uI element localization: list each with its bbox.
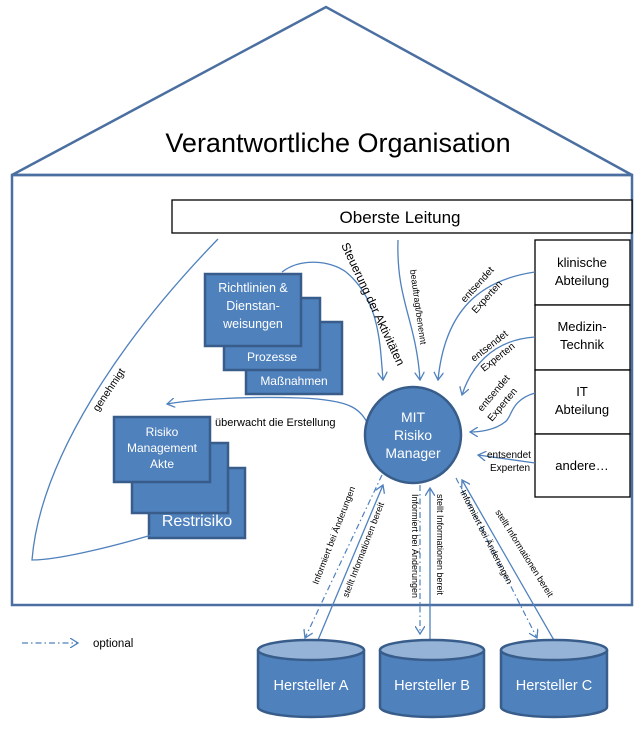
edge-label-appoints: beauftragt/benennt xyxy=(408,269,428,346)
department-label: IT xyxy=(576,384,588,399)
edge-label-provides-c: stellt Informationen bereit xyxy=(493,508,555,599)
house-body xyxy=(10,173,634,607)
manufacturer-a-label: Hersteller A xyxy=(274,678,349,694)
risk-file-line2: Management xyxy=(127,441,198,455)
edge-approved xyxy=(31,238,219,561)
manufacturer-b-label: Hersteller B xyxy=(394,678,470,694)
manufacturer-a[interactable]: Hersteller A xyxy=(256,638,366,719)
edge-sends-medtech xyxy=(462,336,536,395)
doc-measures-label: Maßnahmen xyxy=(260,374,327,388)
edge-control xyxy=(281,261,383,380)
edge-provides-c xyxy=(462,480,556,643)
risk-file-line1: Risiko xyxy=(146,425,179,439)
manufacturer-c[interactable]: Hersteller C xyxy=(499,638,609,719)
department-label: Technik xyxy=(560,337,605,352)
top-management-label: Oberste Leitung xyxy=(340,208,461,227)
edge-label-control: Steuerung der Aktivitäten xyxy=(338,240,407,367)
department-label: klinische xyxy=(557,255,607,270)
residual-risk-label: Restrisiko xyxy=(162,513,232,530)
edge-label-informs-b: Informiert bei Änderungen xyxy=(410,494,420,598)
department-klinisch[interactable]: klinische Abteilung xyxy=(534,239,631,306)
edge-label-sends-4a: entsendet xyxy=(487,450,531,461)
edge-informs-a xyxy=(305,474,383,638)
department-label: Abteilung xyxy=(555,402,609,417)
doc-card-guidelines xyxy=(203,272,303,348)
risk-file-stack[interactable]: Restrisiko Risiko Management Akte xyxy=(112,415,247,540)
edge-informs-c xyxy=(455,477,537,638)
edge-label-approved: genehmigt xyxy=(91,366,128,413)
house-title: Verantwortliche Organisation xyxy=(165,128,510,158)
edge-monitors xyxy=(167,396,371,428)
risk-manager-line1: MIT xyxy=(401,409,426,425)
edge-sends-klinisch xyxy=(438,271,536,380)
edge-sends-other xyxy=(478,455,536,464)
legend-label: optional xyxy=(93,638,133,650)
manufacturer-b[interactable]: Hersteller B xyxy=(378,638,486,719)
risk-manager-node[interactable]: MIT Risiko Manager xyxy=(363,385,463,485)
risk-card-file xyxy=(112,415,212,484)
department-it[interactable]: IT Abteilung xyxy=(534,369,631,435)
top-management-box[interactable] xyxy=(171,199,633,234)
manufacturer-c-label: Hersteller C xyxy=(516,678,593,694)
legend: optional xyxy=(22,638,133,650)
edge-label-provides-b: stellt Informationen bereit xyxy=(435,494,445,596)
edge-provides-a xyxy=(317,485,383,641)
risk-manager-line3: Manager xyxy=(385,445,441,461)
edge-label-informs-c: Informiert bei Änderungen xyxy=(458,488,514,585)
edge-sends-it xyxy=(470,392,536,432)
doc-guidelines-line2: Dienstan- xyxy=(226,299,280,313)
department-medizintechnik[interactable]: Medizin- Technik xyxy=(534,304,631,371)
risk-manager-line2: Risiko xyxy=(394,427,432,443)
doc-guidelines-line3: weisungen xyxy=(222,317,283,331)
edge-appoints xyxy=(397,239,420,380)
department-label: Medizin- xyxy=(557,319,606,334)
department-other[interactable]: andere… xyxy=(534,433,631,498)
documents-stack[interactable]: Maßnahmen Prozesse Richtlinien & Diensta… xyxy=(203,272,344,396)
doc-guidelines-line1: Richtlinien & xyxy=(218,281,288,295)
department-label: andere… xyxy=(555,458,608,473)
edge-label-monitors: überwacht die Erstellung xyxy=(215,417,335,429)
edge-label-sends-4b: Experten xyxy=(490,463,530,474)
risk-file-line3: Akte xyxy=(150,457,174,471)
department-label: Abteilung xyxy=(555,273,609,288)
doc-processes-label: Prozesse xyxy=(247,350,297,364)
